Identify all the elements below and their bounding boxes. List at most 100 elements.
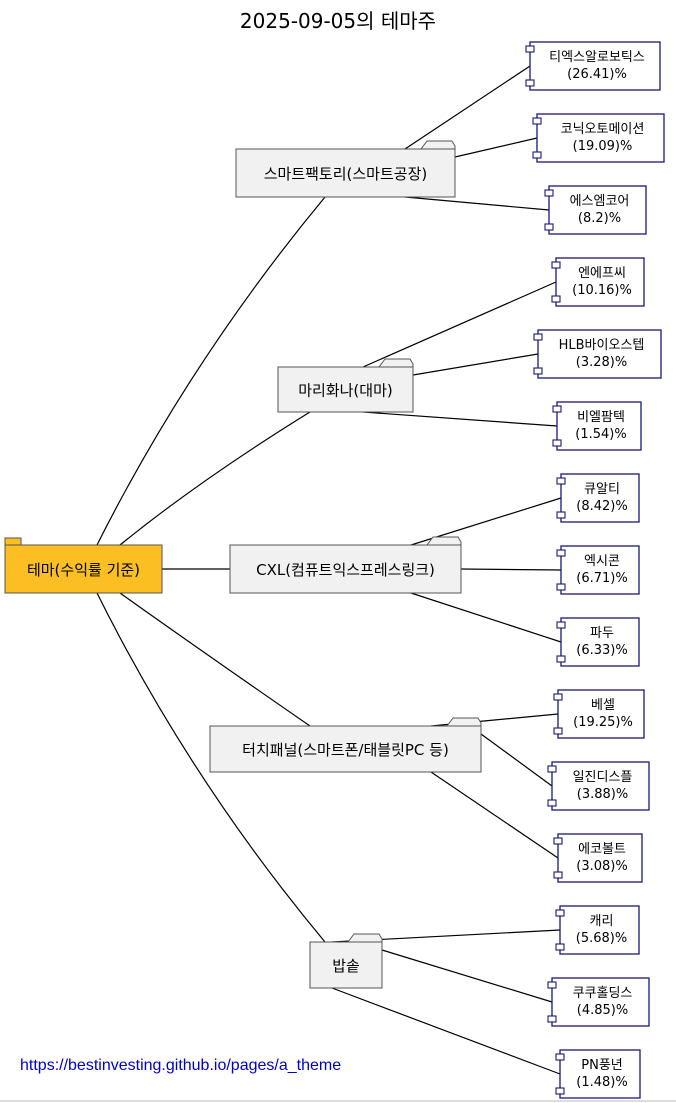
root-node[interactable]: 테마(수익률 기준): [4, 537, 163, 594]
stock-node-0-1[interactable]: 코닉오토메이션 (19.09)%: [532, 113, 665, 163]
theme-node-1-label: 마리화나(대마): [298, 382, 393, 400]
stock-node-1-0-name: 엔에프씨: [578, 266, 626, 281]
stock-node-0-0-box: [529, 41, 661, 91]
theme-node-0-label: 스마트팩토리(스마트공장): [264, 165, 428, 183]
stock-node-4-0[interactable]: 캐리(5.68)%: [555, 905, 640, 955]
stock-node-1-2[interactable]: 비엘팜텍(1.54)%: [552, 401, 642, 451]
stock-node-3-1-pct: (3.88)%: [577, 787, 628, 802]
edge-theme-1-stock-1: [412, 353, 539, 376]
theme-node-3-box: [209, 725, 482, 773]
stock-node-0-2-port-bottom: [544, 223, 554, 231]
edge-theme-2-stock-2: [410, 592, 562, 643]
stock-node-4-1-pct: (4.85)%: [577, 1003, 628, 1018]
stock-node-3-1[interactable]: 일진디스플 (3.88)%: [547, 761, 650, 811]
stock-node-4-1-port-bottom: [547, 1015, 557, 1023]
stock-node-4-1-name: 쿠쿠홀딩스: [573, 986, 633, 1001]
stock-node-1-2-box: [556, 401, 642, 451]
stock-node-2-1-port-top: [556, 549, 566, 557]
edge-theme-2-stock-1: [460, 568, 562, 571]
stock-node-1-0-box: [555, 257, 645, 307]
stock-node-0-0[interactable]: 티엑스알로보틱스(26.41)%: [525, 41, 661, 91]
stock-node-2-1-port-bottom: [556, 583, 566, 591]
theme-node-3[interactable]: 터치패널(스마트폰/태블릿PC 등): [209, 717, 482, 773]
stock-node-1-1[interactable]: HLB바이오스텝(3.28)%: [533, 329, 662, 379]
stock-node-3-2-port-bottom: [553, 871, 563, 879]
stock-node-3-0-box: [557, 689, 645, 739]
stock-node-1-2-pct: (1.54)%: [575, 427, 626, 442]
stock-node-3-2-name: 에코볼트: [578, 842, 626, 857]
stock-node-1-1-port-top: [533, 333, 543, 341]
edge-theme-4-stock-1: [381, 949, 553, 1003]
theme-node-2-tab: [426, 536, 462, 546]
stock-node-2-0-pct: (8.42)%: [576, 499, 627, 514]
root-node-box: [4, 544, 163, 594]
edge-theme-0-stock-0: [404, 65, 531, 150]
stock-node-3-0-pct: (19.25)%: [573, 715, 633, 730]
theme-node-4-box: [309, 941, 383, 989]
edge-theme-4-stock-2: [331, 987, 561, 1075]
stock-node-0-1-port-bottom: [532, 151, 542, 159]
stock-node-0-2-name: 에스엠코어: [570, 194, 630, 209]
stock-node-4-2-pct: (1.48)%: [576, 1075, 627, 1090]
stock-node-3-0[interactable]: 베셀 (19.25)%: [553, 689, 645, 739]
stock-node-0-1-pct: (19.09)%: [573, 139, 633, 154]
stock-node-3-1-box: [551, 761, 650, 811]
stock-node-2-0-port-bottom: [556, 511, 566, 519]
root-node-label: 테마(수익률 기준): [27, 561, 140, 579]
stock-node-1-0-port-bottom: [551, 295, 561, 303]
stock-node-0-2[interactable]: 에스엠코어(8.2)%: [544, 185, 647, 235]
theme-node-3-label: 터치패널(스마트폰/태블릿PC 등): [242, 741, 449, 759]
stock-node-0-1-box: [536, 113, 665, 163]
stock-node-2-1[interactable]: 엑시콘(6.71)%: [556, 545, 640, 595]
theme-node-0-box: [235, 148, 456, 198]
stock-node-2-2-name: 파두: [590, 626, 614, 641]
edge-root-theme-1: [119, 411, 311, 546]
edge-theme-3-stock-1: [480, 733, 553, 787]
footer-link[interactable]: https://bestinvesting.github.io/pages/a_…: [20, 1057, 341, 1074]
stock-node-0-1-name: 코닉오토메이션: [561, 122, 645, 137]
stock-node-4-2[interactable]: PN풍년 (1.48)%: [555, 1049, 641, 1099]
theme-node-2[interactable]: CXL(컴퓨트익스프레스링크): [229, 536, 462, 594]
edge-theme-0-stock-2: [404, 196, 550, 211]
stock-node-1-0-pct: (10.16)%: [572, 283, 632, 298]
stock-node-1-2-port-top: [552, 405, 562, 413]
theme-node-1-tab: [378, 358, 414, 368]
stock-node-4-0-port-top: [555, 909, 565, 917]
stock-node-2-2[interactable]: 파두 (6.33)%: [556, 617, 640, 667]
stock-node-2-1-pct: (6.71)%: [576, 571, 627, 586]
theme-node-1[interactable]: 마리화나(대마): [277, 358, 414, 413]
stock-node-4-1-box: [551, 977, 650, 1027]
stock-node-2-2-box: [560, 617, 640, 667]
stock-node-4-2-name: PN풍년: [581, 1058, 622, 1073]
stock-node-2-0-box: [560, 473, 640, 523]
edge-theme-3-stock-2: [430, 771, 559, 859]
stock-node-4-2-box: [559, 1049, 641, 1099]
stock-node-3-2[interactable]: 에코볼트(3.08)%: [553, 833, 643, 883]
stock-node-3-0-name: 베셀: [591, 698, 615, 713]
stock-node-3-0-port-top: [553, 693, 563, 701]
stock-node-0-0-port-top: [525, 45, 535, 53]
theme-node-0-tab: [420, 140, 456, 150]
stock-node-3-1-port-bottom: [547, 799, 557, 807]
stock-node-3-1-port-top: [547, 765, 557, 773]
diagram-title: 2025-09-05의 테마주: [240, 9, 436, 33]
stock-node-4-2-port-top: [555, 1053, 565, 1061]
stock-node-1-0[interactable]: 엔에프씨 (10.16)%: [551, 257, 645, 307]
stock-node-4-1-port-top: [547, 981, 557, 989]
theme-node-0[interactable]: 스마트팩토리(스마트공장): [235, 140, 456, 198]
stock-node-1-1-pct: (3.28)%: [576, 355, 627, 370]
stock-node-4-0-pct: (5.68)%: [576, 931, 627, 946]
stock-node-2-2-pct: (6.33)%: [576, 643, 627, 658]
theme-node-4[interactable]: 밥솥: [309, 933, 383, 989]
stock-node-0-2-box: [548, 185, 647, 235]
stock-node-4-1[interactable]: 쿠쿠홀딩스 (4.85)%: [547, 977, 650, 1027]
theme-node-4-label: 밥솥: [332, 957, 360, 975]
stock-node-2-0[interactable]: 큐알티(8.42)%: [556, 473, 640, 523]
root-node-tab: [4, 537, 22, 546]
stock-node-0-0-port-bottom: [525, 79, 535, 87]
stock-node-3-2-port-top: [553, 837, 563, 845]
theme-node-2-label: CXL(컴퓨트익스프레스링크): [256, 561, 435, 579]
stock-node-3-1-name: 일진디스플: [573, 770, 633, 785]
stock-node-4-0-box: [559, 905, 640, 955]
